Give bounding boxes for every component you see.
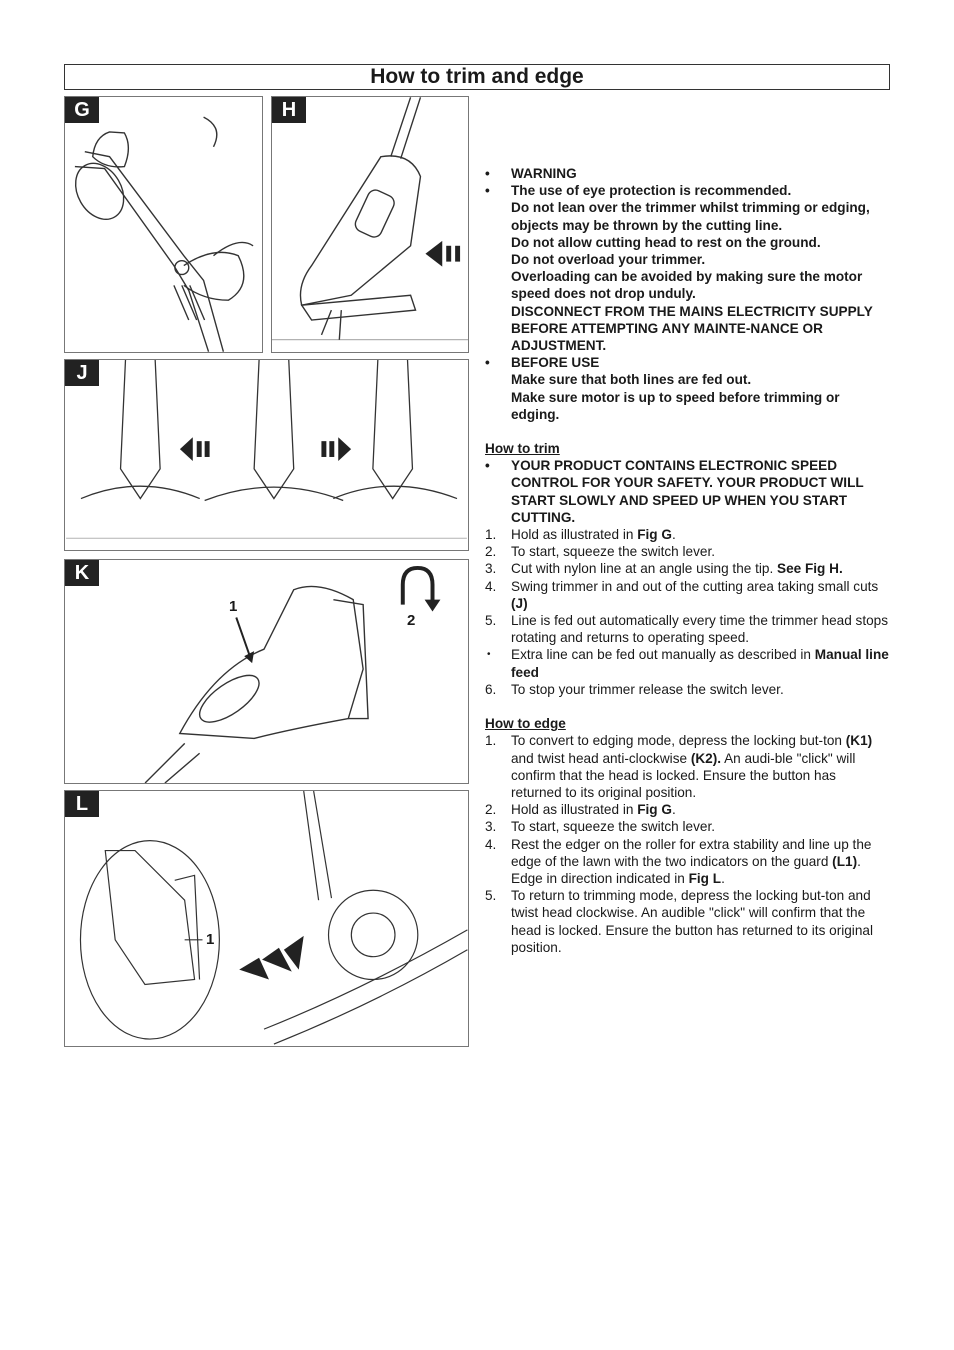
figure-l-illustration xyxy=(79,791,468,1045)
figure-h-illustration xyxy=(272,97,468,341)
how-to-trim-heading: How to trim xyxy=(485,441,560,457)
edge-step-2: 2. Hold as illustrated in Fig G. xyxy=(485,802,676,818)
trim-extra-line: • Extra line can be fed out manually as … xyxy=(487,647,889,680)
figure-l-label: L xyxy=(65,791,99,817)
figure-j-label: J xyxy=(65,360,99,386)
trim-notice: • YOUR PRODUCT CONTAINS ELECTRONIC SPEED… xyxy=(485,458,864,525)
trim-step-2: 2. To start, squeeze the switch lever. xyxy=(485,544,716,560)
figure-j-illustration xyxy=(66,360,467,539)
instructions-column: • WARNING • The use of eye protection is… xyxy=(485,165,890,956)
figure-l: L 1 xyxy=(64,790,469,1047)
figure-g: G xyxy=(64,96,263,353)
figure-l-callout-1: 1 xyxy=(206,931,215,948)
page-title: How to trim and edge xyxy=(64,64,890,90)
figure-h-label: H xyxy=(272,97,306,123)
warning-details: • The use of eye protection is recommend… xyxy=(485,183,873,354)
edge-step-4: 4. Rest the edger on the roller for extr… xyxy=(485,836,872,886)
edge-step-5: 5. To return to trimming mode, depress t… xyxy=(485,888,873,955)
figure-g-illustration xyxy=(74,116,254,352)
how-to-edge-heading: How to edge xyxy=(485,716,566,732)
trim-step-5: 5. Line is fed out automatically every t… xyxy=(485,613,889,646)
figure-j: J xyxy=(64,359,469,551)
figure-h: H xyxy=(271,96,469,353)
trim-step-6: 6. To stop your trimmer release the swit… xyxy=(485,681,784,697)
trim-step-1: 1. Hold as illustrated in Fig G. xyxy=(485,527,676,543)
edge-step-3: 3. To start, squeeze the switch lever. xyxy=(485,819,716,835)
warning-item: • WARNING xyxy=(485,166,577,181)
figure-k-callout-2: 2 xyxy=(407,612,416,629)
trim-step-4: 4. Swing trimmer in and out of the cutti… xyxy=(485,578,879,611)
figure-g-label: G xyxy=(65,97,99,123)
figure-k-label: K xyxy=(65,560,99,586)
figure-k: K 1 2 xyxy=(64,559,469,784)
edge-step-1: 1. To convert to edging mode, depress th… xyxy=(485,733,873,800)
figure-k-callout-1: 1 xyxy=(229,598,238,615)
figure-k-illustration xyxy=(144,565,441,783)
before-use-item: • BEFORE USE Make sure that both lines a… xyxy=(485,355,840,422)
trim-step-3: 3. Cut with nylon line at an angle using… xyxy=(485,561,843,577)
